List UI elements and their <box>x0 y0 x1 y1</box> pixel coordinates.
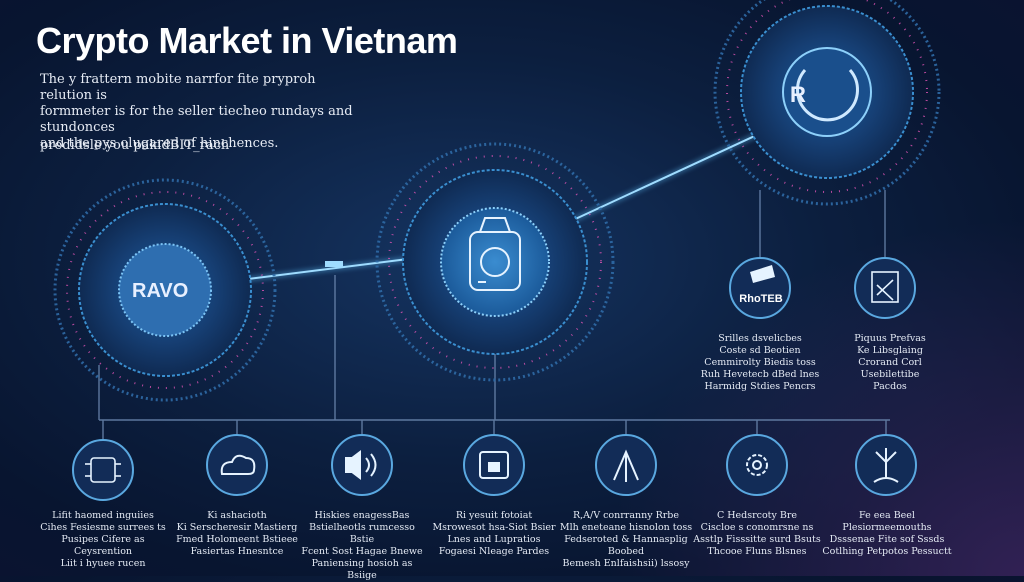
bottom-node-7-line: Dsssenae Fite sof Sssds <box>829 534 945 545</box>
bottom-node-1-line: Pusipes Cifere as Ceysrention <box>61 534 145 557</box>
tools-icon <box>855 434 917 496</box>
page-title: Crypto Market in Vietnam <box>36 20 458 61</box>
side-node-1-text: Srilles dsvelicbes Coste sd Beotien Cemm… <box>700 333 820 393</box>
intro-paragraph: The y frattern mobite narrfor fite prypr… <box>40 72 370 152</box>
bottom-node-3-line: Fcent Sost Hagae Bnewe <box>301 546 423 557</box>
hub-left-label: RAVO <box>132 280 189 302</box>
bottom-node-1-line: Lifit haomed inguiies <box>52 510 154 521</box>
chip-icon <box>72 439 134 501</box>
bottom-node-5-line: Mlh eneteane hisnolon toss <box>559 522 693 533</box>
bottom-node-4-line: Msrowesot hsa-Siot Bsier <box>432 522 556 533</box>
intro-line: formmeter is for the seller tiecheo rund… <box>40 104 353 135</box>
side-node-1-line: Cemmirolty Biedis toss <box>704 357 816 368</box>
side-node-2-text: Piquus Prefvas Ke Libsglaing Crorand Cor… <box>830 333 950 393</box>
side-node-1-line: Harmidg Stdies Pencrs <box>704 381 816 392</box>
bottom-node-5-line: Fedseroted & Hannasplig Boobed <box>564 534 688 557</box>
side-node-2-line: Crorand Corl Usebilettibe <box>858 357 922 380</box>
bottom-node-7-line: Cotlhing Petpotos Pessuctt <box>822 546 952 557</box>
hub-left <box>53 178 277 402</box>
bottom-node-1-line: Liit i hyuee rucen <box>60 558 146 569</box>
bottom-node-5-line: R,A/V conrranny Rrbe <box>572 510 680 521</box>
bottom-node-4-line: Lnes and Lupratios <box>447 534 541 545</box>
side-node-2-line: Piquus Prefvas <box>854 333 926 344</box>
bottom-node-4-text: Ri yesuit fotoiat Msrowesot hsa-Siot Bsi… <box>429 510 559 558</box>
bottom-node-5-text: R,A/V conrranny Rrbe Mlh eneteane hisnol… <box>554 510 698 570</box>
bottom-node-6-text: C Hedsrcoty Bre Ciscloe s conomrsne ns A… <box>692 510 822 558</box>
hub-right <box>713 0 941 206</box>
bottom-node-4-line: Fogaesi Nleage Pardes <box>438 546 550 557</box>
intro-line: and the pys olugared of hinchences. <box>40 136 279 151</box>
bottom-node-6-line: Asstlp Fisssitte surd Bsuts <box>693 534 821 545</box>
bottom-node-7-line: Plesiormeemouths <box>842 522 932 533</box>
chart-document-icon <box>854 257 916 319</box>
call-to-action-text: predidsle you pakidBIT_rach <box>40 138 230 153</box>
bottom-node-2-line: Ki Serscheresir Mastierg <box>176 522 298 533</box>
bottom-node-3-text: Hiskies enagessBas Bstielheotls rumcesso… <box>297 510 427 582</box>
bottom-node-3-line: Paniensing hosioh as Bsiige <box>311 558 413 581</box>
bottom-node-7-line: Fe eea Beel <box>859 510 915 521</box>
bottom-node-2-line: Fasiertas Hnesntce <box>190 546 284 557</box>
speaker-waves-icon <box>331 434 393 496</box>
bottom-node-3-line: Hiskies enagessBas <box>314 510 410 521</box>
bottom-node-2-line: Fmed Holomeent Bstieee <box>176 534 298 545</box>
side-node-1-line: Ruh Hevetecb dBed lnes <box>700 369 820 380</box>
side-node-2-line: Ke Libsglaing <box>857 345 923 356</box>
background-glow <box>604 216 1024 576</box>
intro-line: The y frattern mobite narrfor fite prypr… <box>40 72 316 103</box>
cloud-icon <box>206 434 268 496</box>
network-arrows-icon <box>595 434 657 496</box>
side-node-1-line: Srilles dsvelicbes <box>718 333 802 344</box>
bottom-node-1-line: Cihes Fesiesme surrees ts <box>40 522 166 533</box>
bottom-node-2-text: Ki ashacioth Ki Serscheresir Mastierg Fm… <box>172 510 302 558</box>
side-node-1-badge: RhoTEB <box>739 293 783 305</box>
bottom-node-6-line: C Hedsrcoty Bre <box>716 510 798 521</box>
hub-right-label: R <box>790 82 806 107</box>
bottom-node-2-line: Ki ashacioth <box>207 510 267 521</box>
side-node-1-line: Coste sd Beotien <box>719 345 801 356</box>
bottom-node-7-text: Fe eea Beel Plesiormeemouths Dsssenae Fi… <box>822 510 952 558</box>
bottom-node-3-line: Bstielheotls rumcesso Bstie <box>309 522 415 545</box>
bottom-node-6-line: Ciscloe s conomrsne ns <box>700 522 814 533</box>
key-badge-icon <box>729 257 791 319</box>
bottom-node-5-line: Bemesh Enlfaishsii) lssosy <box>562 558 690 569</box>
bottom-node-4-line: Ri yesuit fotoiat <box>455 510 533 521</box>
bottom-node-1-text: Lifit haomed inguiies Cihes Fesiesme sur… <box>38 510 168 570</box>
display-icon <box>463 434 525 496</box>
side-node-2-line: Pacdos <box>873 381 907 392</box>
crypto-bag-icon <box>469 217 521 291</box>
bottom-node-6-line: Thcooe Fluns Blsnes <box>707 546 807 557</box>
gear-icon <box>726 434 788 496</box>
hub-center <box>375 142 615 382</box>
